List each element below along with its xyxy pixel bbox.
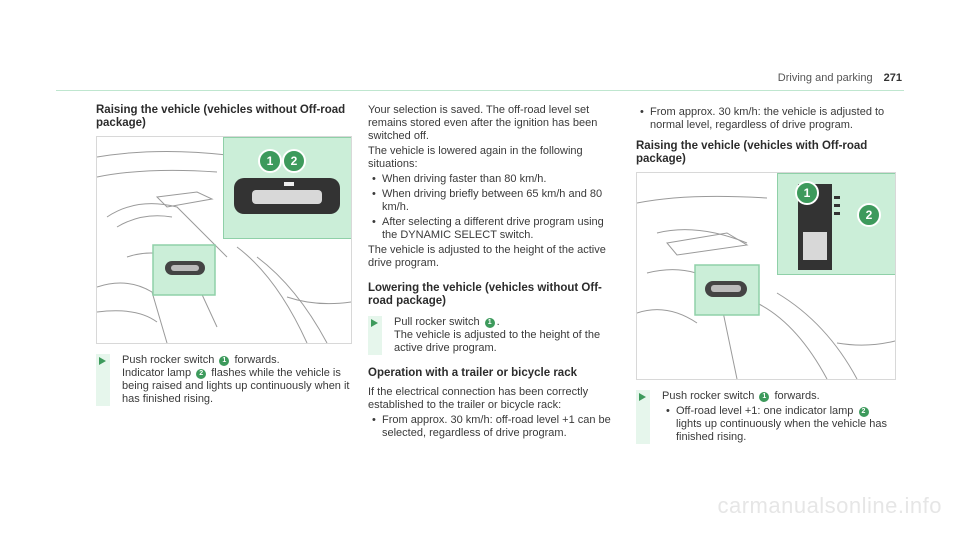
intro-saved: Your selection is saved. The off-road le…: [368, 104, 598, 142]
figure-badge-2: 2: [857, 203, 881, 227]
header-rule: [56, 90, 904, 91]
list-item: After selecting a different drive progra…: [368, 216, 620, 242]
figure-badge-2: 2: [282, 149, 306, 173]
list-item: When driving briefly between 65 km/h and…: [368, 188, 620, 214]
section-title: Driving and parking: [777, 72, 873, 84]
step-raise-offroad: Push rocker switch 1 forwards. Off-road …: [636, 390, 896, 444]
callout-badge-1: 1: [484, 318, 495, 328]
watermark: carmanualsonline.info: [717, 493, 942, 518]
callout-badge-2: 2: [196, 369, 207, 379]
figure-console-switch: 1 2: [96, 136, 352, 344]
list-item: From approx. 30 km/h: the vehicle is adj…: [636, 106, 896, 132]
arrow-icon: [99, 357, 106, 365]
callout-badge-2: 2: [858, 407, 869, 417]
running-header: Driving and parking 271: [778, 72, 902, 84]
figure-offroad-switch: 1 2: [636, 172, 896, 380]
step-raise: Push rocker switch 1 forwards. Indicator…: [96, 354, 352, 406]
adjusted-note: The vehicle is adjusted to the height of…: [368, 244, 606, 269]
heading-lowering: Lowering the vehicle (vehicles without O…: [368, 282, 602, 307]
heading-raising-with-offroad: Raising the vehicle (vehicles with Off-r…: [636, 140, 868, 165]
heading-trailer: Operation with a trailer or bicycle rack: [368, 367, 577, 379]
intro-lowered: The vehicle is lowered again in the foll…: [368, 145, 583, 170]
step-lower: Pull rocker switch 1. The vehicle is adj…: [368, 316, 620, 355]
list-item: Off-road level +1: one indicator lamp 2 …: [662, 405, 896, 444]
column-2: Your selection is saved. The off-road le…: [368, 104, 620, 442]
arrow-icon: [639, 393, 646, 401]
callout-badge-1: 1: [219, 356, 230, 366]
list-item: From approx. 30 km/h: off-road level +1 …: [368, 414, 620, 440]
console-illustration: [97, 150, 351, 343]
figure-badge-1: 1: [258, 149, 282, 173]
column-3: From approx. 30 km/h: the vehicle is adj…: [636, 104, 896, 446]
list-item: When driving faster than 80 km/h.: [368, 173, 620, 186]
heading-raising-without-offroad: Raising the vehicle (vehicles without Of…: [96, 104, 346, 129]
trailer-text: If the electrical connection has been co…: [368, 386, 589, 411]
page-number: 271: [883, 72, 902, 84]
arrow-icon: [371, 319, 378, 327]
column-1: Raising the vehicle (vehicles without Of…: [96, 104, 352, 406]
callout-badge-1: 1: [759, 392, 770, 402]
offroad-console-illustration: [637, 195, 895, 379]
figure-badge-1: 1: [795, 181, 819, 205]
switch-closeup: [223, 137, 351, 239]
